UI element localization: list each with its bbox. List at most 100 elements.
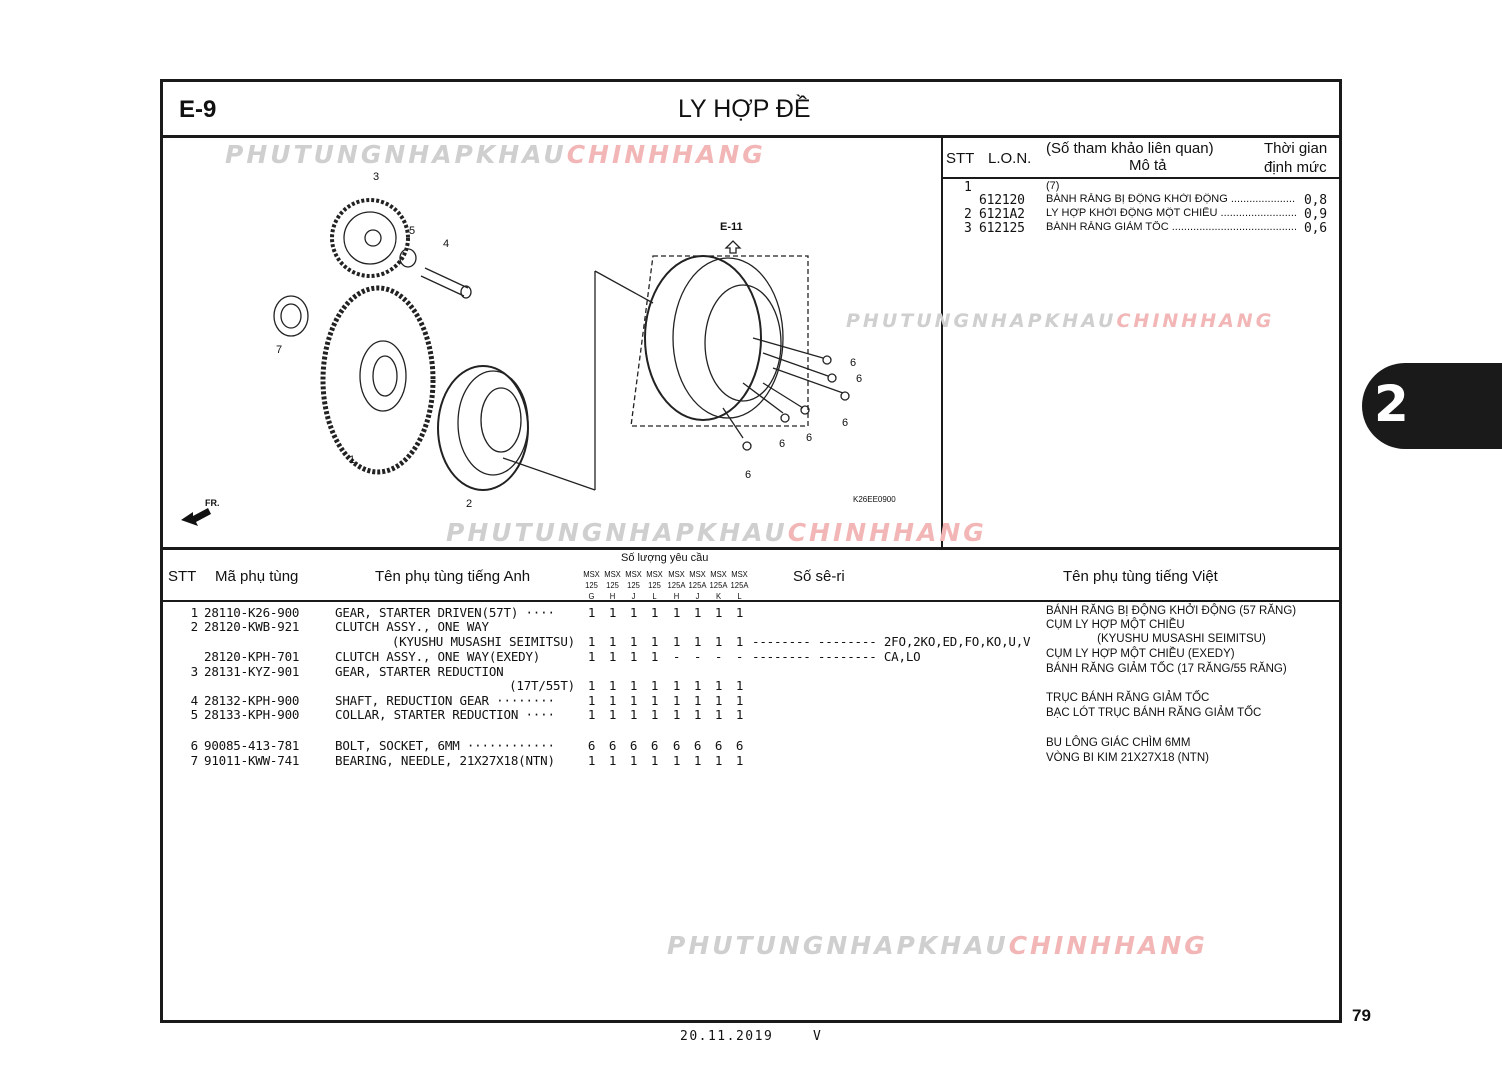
row-stt: 1 <box>190 605 199 620</box>
row-qty: 1 <box>629 605 638 620</box>
row-qty: 6 <box>735 738 744 753</box>
model-line: 125 <box>606 580 619 590</box>
row-part-no: 28110-K26-900 <box>204 605 300 620</box>
row-stt: 7 <box>190 753 199 768</box>
page-number: 79 <box>1352 1006 1371 1025</box>
model-line: MSX <box>625 569 642 579</box>
leader-dots: ........................................… <box>1230 193 1296 205</box>
row-qty: 1 <box>629 634 638 649</box>
row-qty: 1 <box>608 707 617 722</box>
row-name-vi: VÒNG BI KIM 21X27X18 (NTN) <box>1046 752 1209 764</box>
row-qty: 1 <box>714 678 723 693</box>
callout: 1 <box>349 454 355 466</box>
reference-box <box>630 255 809 427</box>
model-line: H <box>673 591 680 601</box>
callout: 6 <box>806 432 812 444</box>
reduction-gear <box>330 198 410 278</box>
section-tab[interactable]: 2 <box>1362 363 1502 449</box>
row-name-en: COLLAR, STARTER REDUCTION ···· <box>335 707 555 722</box>
ref-header-time: Thời gian <box>1264 140 1328 157</box>
row-part-no: 28132-KPH-900 <box>204 693 300 708</box>
row-qty: 1 <box>629 707 638 722</box>
header-name-en: Tên phụ tùng tiếng Anh <box>375 568 531 585</box>
row-qty: 1 <box>714 707 723 722</box>
starter-driven-gear <box>320 285 436 475</box>
ref-header-stt: STT <box>946 150 975 167</box>
row-qty: 1 <box>650 707 659 722</box>
date: 20.11.2019 <box>680 1029 774 1044</box>
needle-bearing <box>273 295 309 337</box>
row-qty: 6 <box>672 738 681 753</box>
row-qty: 6 <box>693 738 702 753</box>
model-line: MSX <box>731 569 748 579</box>
model-line: J <box>695 591 700 601</box>
row-qty: 1 <box>587 678 596 693</box>
callout: 6 <box>856 373 862 385</box>
row-qty: 1 <box>650 605 659 620</box>
version: V <box>813 1029 821 1044</box>
row-name-vi: (KYUSHU MUSASHI SEIMITSU) <box>1046 633 1266 645</box>
watermark: PHUTUNGNHAPKHAUCHINHHANG <box>667 931 1208 960</box>
divider <box>163 600 1339 602</box>
watermark: PHUTUNGNHAPKHAUCHINHHANG <box>846 310 1275 332</box>
model-line: 125 <box>648 580 661 590</box>
ref-desc-text: BÁNH RĂNG BỊ ĐỘNG KHỞI ĐỘNG <box>1046 193 1228 205</box>
header-serial: Số sê-ri <box>793 568 845 585</box>
ref-stt: 1 <box>964 180 972 195</box>
row-qty: 1 <box>587 605 596 620</box>
model-line: G <box>588 591 595 601</box>
row-stt: 4 <box>190 693 199 708</box>
ref-lon: 612125 <box>979 221 1025 236</box>
row-qty: 1 <box>629 649 638 664</box>
row-name-vi: BẠC LÓT TRỤC BÁNH RĂNG GIẢM TỐC <box>1046 707 1262 719</box>
callout: 7 <box>276 344 282 356</box>
row-qty: 1 <box>714 693 723 708</box>
row-stt: 6 <box>190 738 199 753</box>
row-stt: 5 <box>190 707 199 722</box>
callout: 3 <box>373 171 379 183</box>
exploded-parts-diagram: E-11 K26EE0900 FR. 1 2 3 4 5 6 6 6 6 6 6… <box>181 171 896 526</box>
row-qty: 1 <box>672 634 681 649</box>
row-qty: 1 <box>714 753 723 768</box>
row-qty: 1 <box>693 693 702 708</box>
row-qty: 1 <box>693 707 702 722</box>
ref-desc-text: LY HỢP KHỞI ĐỘNG MỘT CHIỀU <box>1046 207 1218 219</box>
row-qty: 1 <box>650 678 659 693</box>
model-line: MSX <box>668 569 685 579</box>
model-line: J <box>631 591 636 601</box>
ref-desc: BÁNH RĂNG GIẢM TỐC .....................… <box>1046 221 1296 233</box>
divider <box>943 177 1339 179</box>
ref-desc: (7) <box>1046 180 1296 192</box>
ref-lon: 6121A2 <box>979 207 1025 222</box>
model-line: MSX <box>646 569 663 579</box>
watermark: PHUTUNGNHAPKHAUCHINHHANG <box>225 140 766 169</box>
arrow-up-icon <box>724 240 742 254</box>
callout: 6 <box>779 438 785 450</box>
row-name-vi: CỤM LY HỢP MỘT CHIỀU <box>1046 619 1185 631</box>
model-line: 125A <box>667 580 686 590</box>
callout: 6 <box>842 417 848 429</box>
ref-desc: BÁNH RĂNG BỊ ĐỘNG KHỞI ĐỘNG ............… <box>1046 193 1296 205</box>
watermark: PHUTUNGNHAPKHAUCHINHHANG <box>446 518 987 547</box>
row-qty: 1 <box>650 649 659 664</box>
row-name-en: CLUTCH ASSY., ONE WAY <box>335 619 489 634</box>
row-qty: 1 <box>672 753 681 768</box>
shaft <box>420 267 469 297</box>
ref-header-lon: L.O.N. <box>988 150 1032 167</box>
row-qty: - <box>672 649 681 664</box>
model-line: MSX <box>583 569 600 579</box>
row-qty: 1 <box>608 605 617 620</box>
row-qty: 1 <box>608 649 617 664</box>
row-stt: 2 <box>190 619 199 634</box>
callout: 4 <box>443 238 449 250</box>
row-name-vi: BU LÔNG GIÁC CHÌM 6MM <box>1046 737 1191 749</box>
row-qty: 1 <box>693 634 702 649</box>
row-qty: 1 <box>735 678 744 693</box>
row-name-en: (KYUSHU MUSASHI SEIMITSU) <box>391 634 575 649</box>
row-qty: 1 <box>714 634 723 649</box>
row-qty: 1 <box>672 678 681 693</box>
row-qty: 6 <box>650 738 659 753</box>
row-qty: 6 <box>629 738 638 753</box>
model-line: 125A <box>709 580 728 590</box>
ref-desc: LY HỢP KHỞI ĐỘNG MỘT CHIỀU .............… <box>1046 207 1296 219</box>
